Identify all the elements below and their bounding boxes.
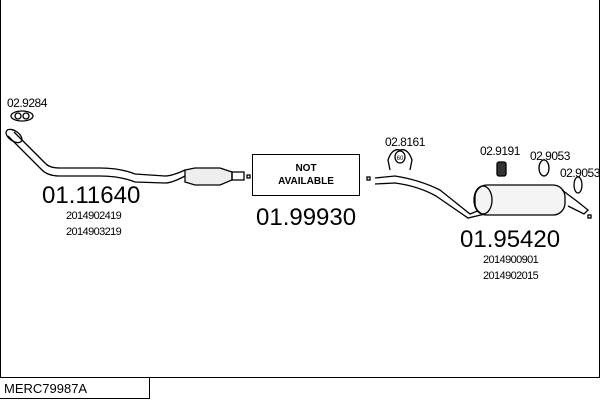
clamp-9191 [496,161,507,177]
intermediate-pipe [374,175,486,215]
reference-code: MERC79987A [0,377,150,399]
oe-number: 2014900901 [483,254,539,266]
accessory-label: 02.9284 [7,96,47,110]
front-pipe [7,135,186,184]
part-number: 01.11640 [42,182,141,209]
ring-9053-a [538,159,550,177]
oe-number: 2014902419 [66,210,122,222]
ring-9053-b [573,176,583,194]
catalytic-converter [184,167,233,186]
status-line: AVAILABLE [278,176,334,187]
status-line: NOT [295,163,317,174]
gasket-9284 [10,110,34,122]
accessory-label: 02.9053 [560,166,600,180]
accessory-label: 02.9191 [480,144,520,158]
rear-muffler [474,184,566,216]
part-number: 01.95420 [460,226,561,253]
oe-number: 2014903219 [66,226,122,238]
part-number: 01.99930 [256,204,357,231]
accessory-label: 02.8161 [385,135,425,149]
hanger-8161 [387,149,413,171]
not-available-box: NOT AVAILABLE [252,154,360,196]
oe-number: 2014902015 [483,270,539,282]
hanger-marking: 60 [397,156,404,162]
accessory-label: 02.9053 [530,149,570,163]
front-flange [5,128,23,144]
